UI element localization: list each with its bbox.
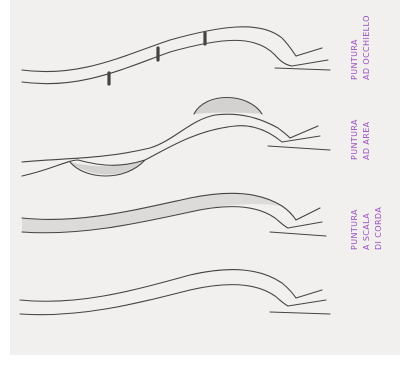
label-line: AD AREA <box>362 121 372 160</box>
label-line: PUNTURA <box>350 39 360 80</box>
label-line: A SCALA <box>362 213 372 250</box>
label-line: AD OCCHIELLO <box>362 15 372 80</box>
label-line: PUNTURA <box>350 119 360 160</box>
label-line: DI CORDA <box>374 207 384 250</box>
paper-background <box>10 0 400 355</box>
label-line: PUNTURA <box>350 209 360 250</box>
